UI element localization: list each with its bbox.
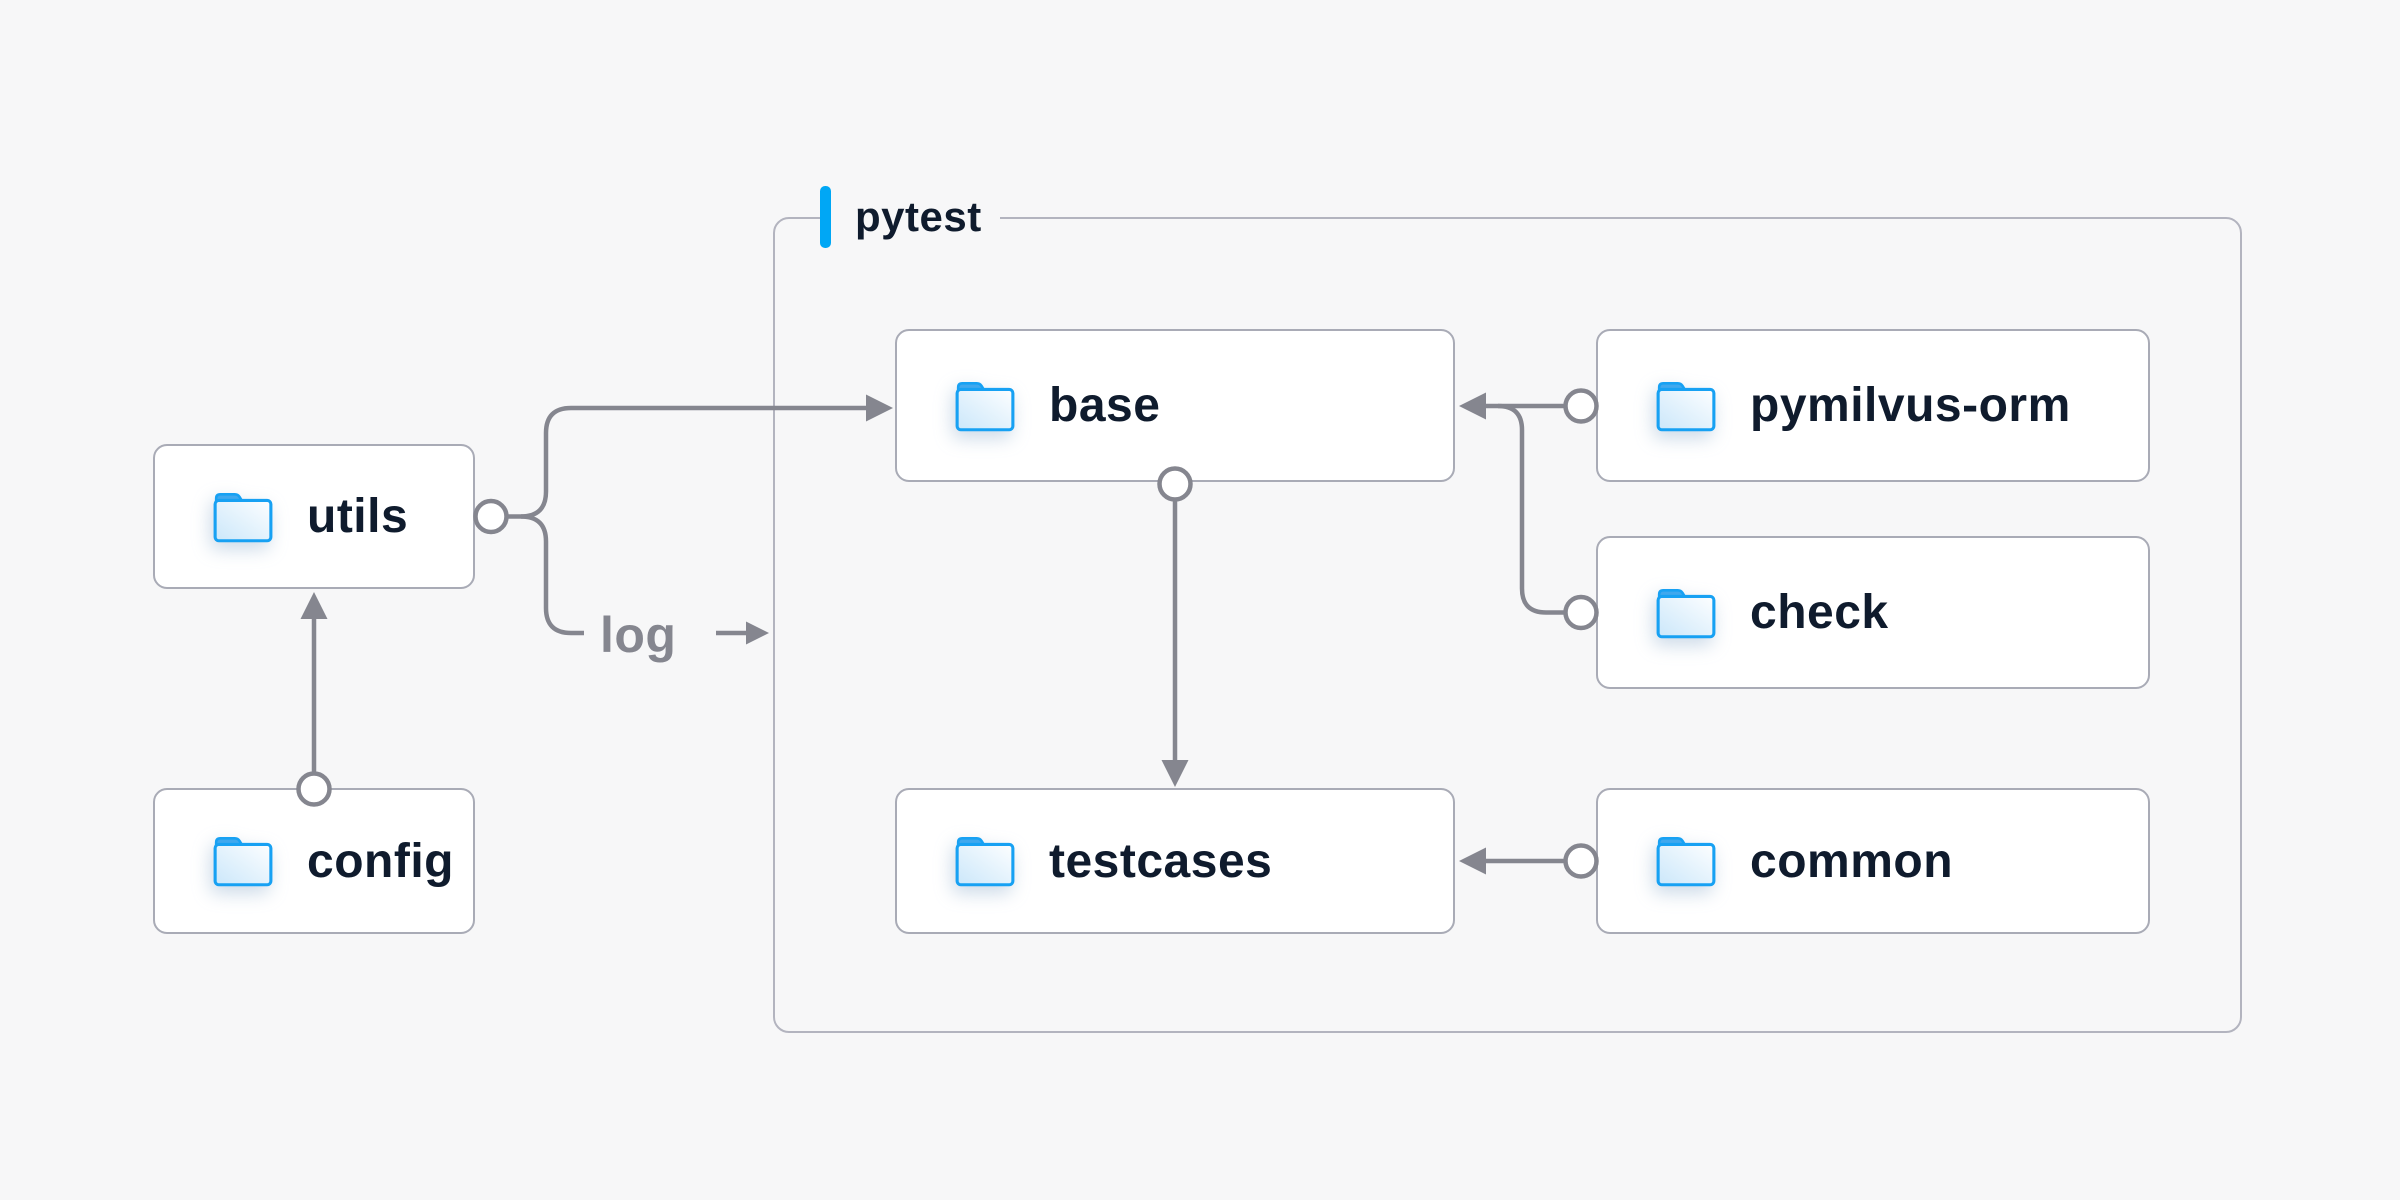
node-base: base bbox=[895, 329, 1455, 482]
folder-icon bbox=[213, 837, 273, 887]
edge-config-utils bbox=[296, 592, 332, 807]
node-label: utils bbox=[307, 490, 409, 543]
pytest-group-label: pytest bbox=[820, 186, 1000, 248]
folder-icon bbox=[955, 837, 1015, 887]
node-config: config bbox=[153, 788, 475, 934]
node-testcases: testcases bbox=[895, 788, 1455, 934]
node-label: testcases bbox=[1049, 834, 1273, 888]
node-label: base bbox=[1049, 379, 1161, 432]
node-label: common bbox=[1750, 834, 1954, 888]
log-edge-label: log bbox=[600, 607, 677, 663]
folder-icon bbox=[213, 492, 273, 542]
node-check: check bbox=[1596, 536, 2150, 689]
node-label: config bbox=[307, 834, 454, 888]
pytest-group-title: pytest bbox=[855, 193, 982, 240]
folder-icon bbox=[1656, 381, 1716, 431]
node-common: common bbox=[1596, 788, 2150, 934]
node-utils: utils bbox=[153, 444, 475, 589]
node-label: check bbox=[1750, 586, 1889, 639]
pytest-group-container bbox=[773, 217, 2242, 1033]
node-pymilvus-orm: pymilvus-orm bbox=[1596, 329, 2150, 482]
folder-icon bbox=[955, 381, 1015, 431]
accent-bar-icon bbox=[820, 186, 831, 248]
folder-icon bbox=[1656, 837, 1716, 887]
node-label: pymilvus-orm bbox=[1750, 379, 2071, 432]
folder-icon bbox=[1656, 588, 1716, 638]
